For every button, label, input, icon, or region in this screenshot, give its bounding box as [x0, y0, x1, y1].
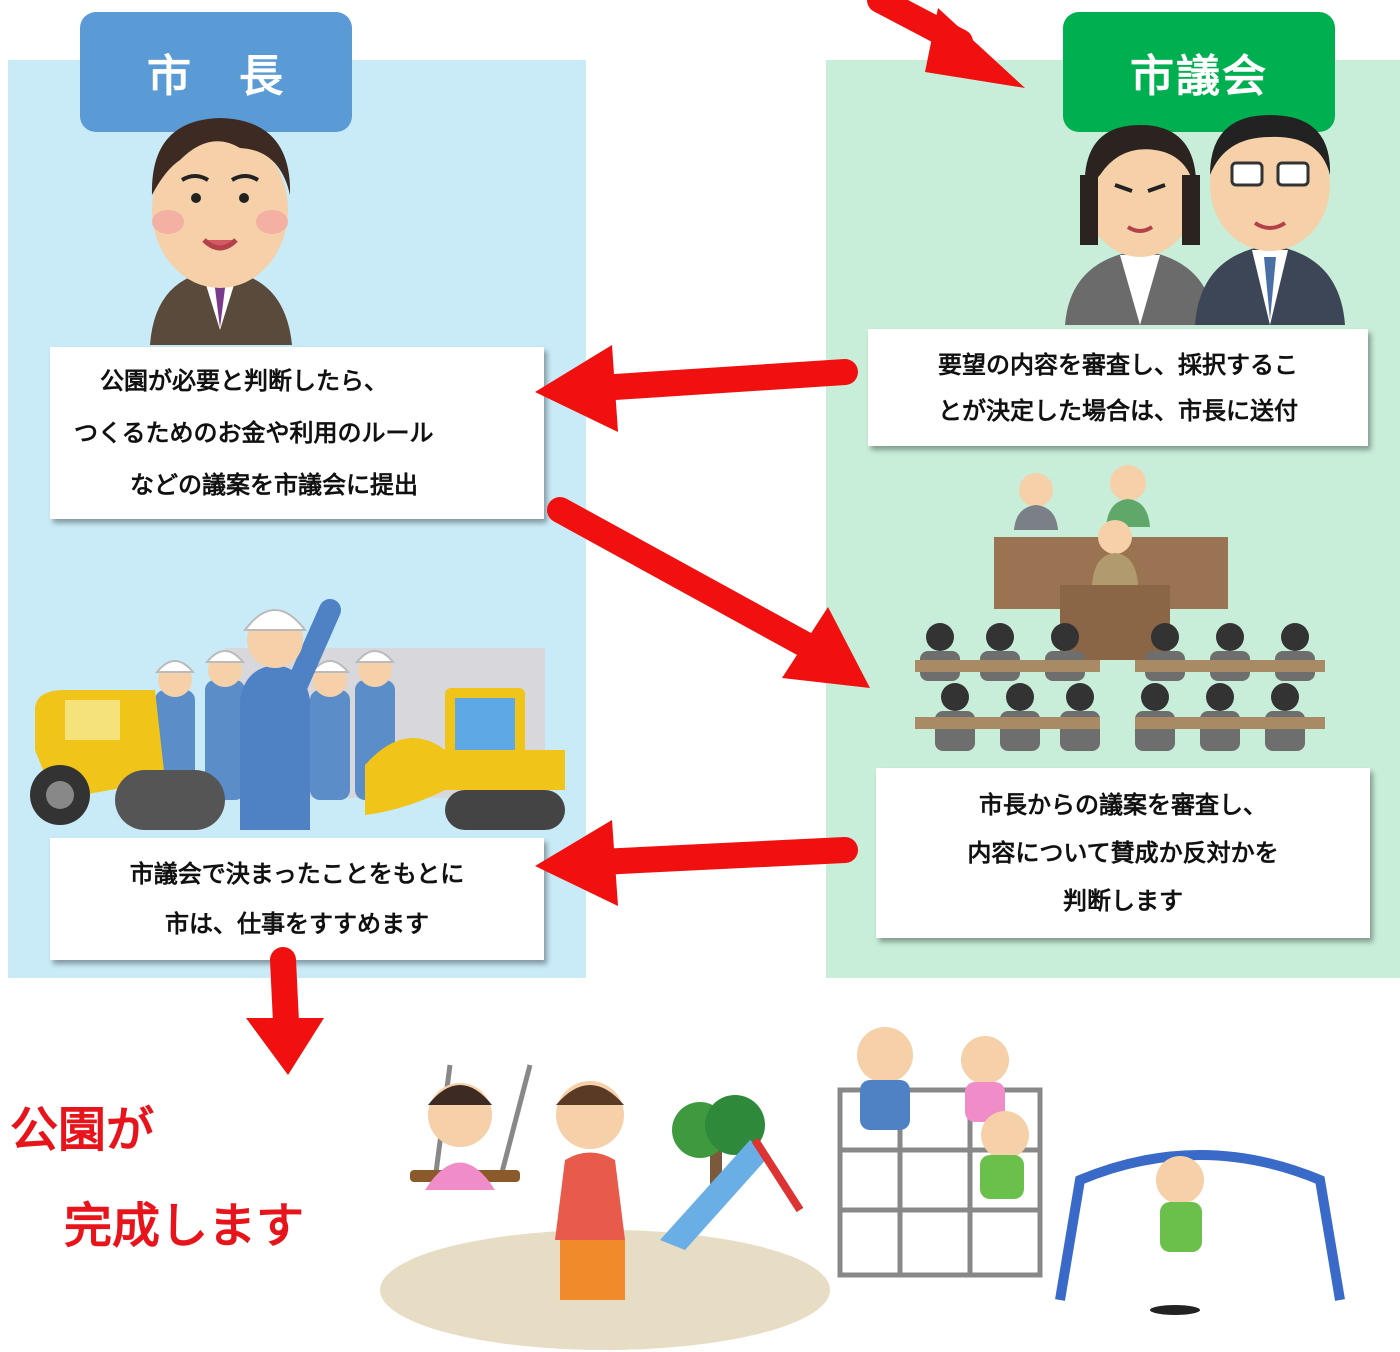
- arrow-assembly-to-mayor: [535, 820, 858, 906]
- review-line-3: 判断します: [1063, 887, 1183, 915]
- submit-bill-box: 公園が必要と判断したら、 つくるためのお金や利用のルール などの議案を市議会に提…: [50, 347, 544, 519]
- submit-line-2: つくるためのお金や利用のルール: [74, 419, 434, 447]
- city-work-box: 市議会で決まったことをもとに 市は、仕事をすすめます: [50, 838, 544, 960]
- bill-review-box: 市長からの議案を審査し、 内容について賛成か反対かを 判断します: [876, 768, 1370, 938]
- arrow-petition-to-council: [867, 0, 1025, 88]
- petition-line-1: 要望の内容を審査し、採択するこ: [938, 350, 1298, 379]
- submit-line-1: 公園が必要と判断したら、: [100, 367, 388, 395]
- work-line-2: 市は、仕事をすすめます: [165, 910, 429, 938]
- completion-line-1: 公園が: [10, 1102, 155, 1158]
- arrow-mayor-to-assembly: [547, 497, 870, 688]
- council-header: 市議会: [1063, 12, 1335, 132]
- review-line-2: 内容について賛成か反対かを: [967, 839, 1279, 867]
- assembly-hall-icon: [915, 465, 1325, 751]
- mayor-icon: [150, 118, 292, 345]
- submit-line-3: などの議案を市議会に提出: [130, 471, 418, 499]
- completion-line-2: 完成します: [64, 1198, 305, 1254]
- mayor-header: 市 長: [80, 12, 352, 132]
- petition-review-box: 要望の内容を審査し、採択するこ とが決定した場合は、市長に送付: [868, 329, 1368, 446]
- work-line-1: 市議会で決まったことをもとに: [129, 860, 465, 888]
- council-members-icon: [1065, 115, 1345, 325]
- arrow-to-park: [246, 947, 324, 1075]
- park-playground-icon: [380, 1027, 1345, 1350]
- construction-workers-icon: [30, 599, 565, 830]
- petition-line-2: とが決定した場合は、市長に送付: [938, 396, 1298, 425]
- park-completion-text: 公園が 完成します: [10, 1082, 304, 1274]
- review-line-1: 市長からの議案を審査し、: [979, 791, 1267, 819]
- arrow-council-to-mayor: [535, 345, 858, 432]
